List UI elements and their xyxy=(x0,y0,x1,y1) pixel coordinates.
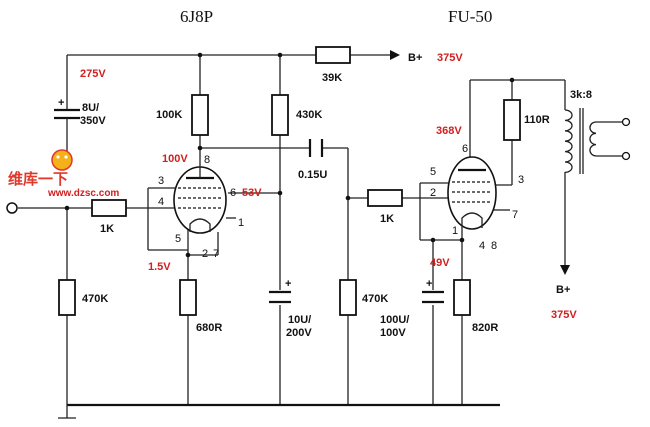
watermark: 维库一下 www.dzsc.com xyxy=(8,149,119,199)
supply-node-voltage: 275V xyxy=(80,68,106,80)
label-39k: 39K xyxy=(322,72,342,84)
pin-driver-6: 6 xyxy=(230,187,236,199)
pin-out-1: 1 xyxy=(452,225,458,237)
volt-driver-cathode: 1.5V xyxy=(148,261,171,273)
volt-driver-plate: 100V xyxy=(162,153,188,165)
capacitor-8u: + xyxy=(54,97,80,135)
resistor-470k-out xyxy=(339,279,357,316)
tube-6j8p xyxy=(173,165,227,234)
tube-label-6j8p: 6J8P xyxy=(180,7,213,26)
label-1k-input: 1K xyxy=(100,223,114,235)
bplus-voltage-top: 375V xyxy=(437,52,463,64)
svg-text:+: + xyxy=(426,278,432,290)
watermark-logo-icon xyxy=(51,149,73,171)
label-1k-grid-stop: 1K xyxy=(380,213,394,225)
resistor-39k xyxy=(315,46,351,64)
pin-out-8: 8 xyxy=(491,240,497,252)
pin-driver-1: 1 xyxy=(238,217,244,229)
pin-out-7: 7 xyxy=(512,209,518,221)
pin-driver-4: 4 xyxy=(158,196,164,208)
volt-out-screen: 368V xyxy=(436,125,462,137)
pin-out-5: 5 xyxy=(430,166,436,178)
resistor-430k xyxy=(271,94,289,136)
label-100k: 100K xyxy=(156,109,182,121)
wires xyxy=(18,54,622,419)
b-plus-arrow-top xyxy=(390,50,400,60)
output-transformer xyxy=(564,108,631,174)
label-100u-line1: 100U/ xyxy=(380,314,409,326)
resistor-820r xyxy=(453,279,471,316)
pin-out-4: 4 xyxy=(479,240,485,252)
pin-driver-7: 7 xyxy=(213,248,219,260)
label-8u-line1: 8U/ xyxy=(82,102,99,114)
pin-out-6: 6 xyxy=(462,143,468,155)
capacitor-10u: + xyxy=(269,278,291,304)
resistor-100k xyxy=(191,94,209,136)
capacitor-100u: + xyxy=(422,278,444,304)
resistor-110r xyxy=(503,99,521,141)
b-plus-arrow-bottom xyxy=(560,265,570,275)
pin-driver-5: 5 xyxy=(175,233,181,245)
bplus-voltage-bottom: 375V xyxy=(551,309,577,321)
pin-out-3: 3 xyxy=(518,174,524,186)
label-10u-line1: 10U/ xyxy=(288,314,311,326)
label-015u: 0.15U xyxy=(298,169,327,181)
watermark-logo-text: 维库一下 xyxy=(8,170,68,188)
tube-label-fu50: FU-50 xyxy=(448,7,492,26)
svg-text:+: + xyxy=(285,278,291,290)
watermark-url: www.dzsc.com xyxy=(47,188,119,199)
resistor-1k-grid-stop xyxy=(367,189,403,207)
pin-driver-8: 8 xyxy=(204,154,210,166)
label-470k-input: 470K xyxy=(82,293,108,305)
label-100u-line2: 100V xyxy=(380,327,406,339)
label-transformer-ratio: 3k:8 xyxy=(570,89,592,101)
volt-driver-screen: 53V xyxy=(242,187,262,199)
capacitor-015u xyxy=(308,139,324,157)
bplus-label-bottom: B+ xyxy=(556,284,570,296)
pin-driver-3: 3 xyxy=(158,175,164,187)
label-8u-line2: 350V xyxy=(80,115,106,127)
svg-text:+: + xyxy=(58,97,64,109)
pin-out-2: 2 xyxy=(430,187,436,199)
volt-out-cathode: 49V xyxy=(430,257,450,269)
bplus-label-top: B+ xyxy=(408,52,422,64)
resistor-680r xyxy=(179,279,197,316)
input-terminal xyxy=(6,202,18,214)
tube-fu50 xyxy=(447,156,497,230)
label-430k: 430K xyxy=(296,109,322,121)
label-820r: 820R xyxy=(472,322,498,334)
label-470k-out: 470K xyxy=(362,293,388,305)
resistor-1k-input xyxy=(91,199,127,217)
label-680r: 680R xyxy=(196,322,222,334)
label-10u-line2: 200V xyxy=(286,327,312,339)
junction-dots xyxy=(64,52,515,258)
resistor-470k-input xyxy=(58,279,76,316)
pin-driver-2: 2 xyxy=(202,248,208,260)
label-110r: 110R xyxy=(524,114,550,126)
